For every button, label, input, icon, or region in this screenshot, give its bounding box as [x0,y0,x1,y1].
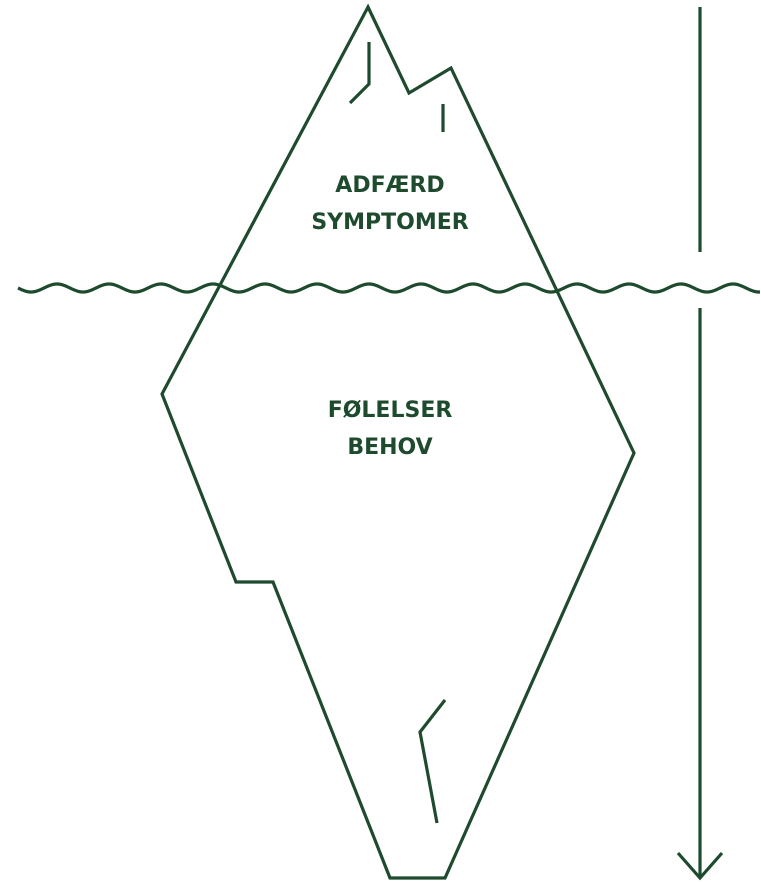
above-water-label-2: SYMPTOMER [311,210,468,235]
below-water-label-2: BEHOV [347,435,432,460]
peak-crack-left [350,42,369,103]
below-water-label-1: FØLELSER [328,398,453,423]
waterline [18,284,760,292]
base-crack [420,700,445,823]
above-water-label-1: ADFÆRD [335,173,444,198]
